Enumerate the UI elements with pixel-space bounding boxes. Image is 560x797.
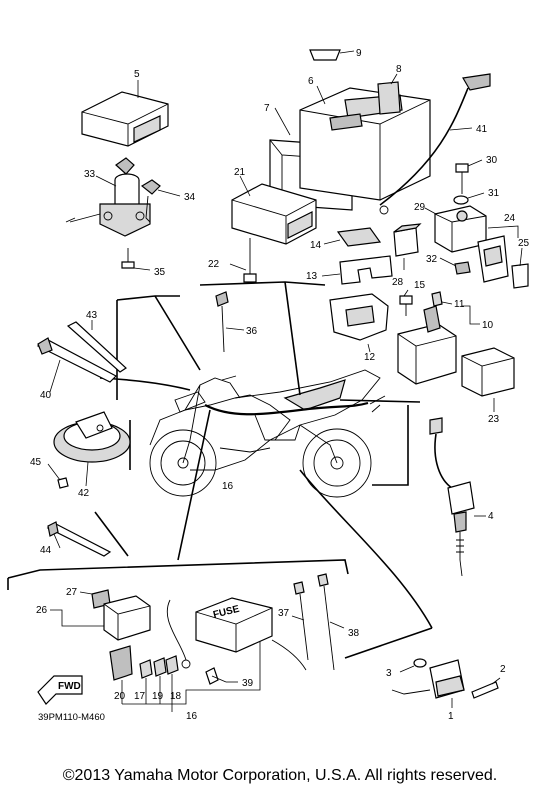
callout-6: 6 xyxy=(308,76,314,87)
callout-32: 32 xyxy=(426,254,438,265)
callout-13: 13 xyxy=(306,271,318,282)
callout-3: 3 xyxy=(386,668,392,679)
part-40-band xyxy=(36,337,117,393)
part-9-plate xyxy=(309,49,355,61)
part-28-relay xyxy=(393,223,422,270)
copyright-notice: ©2013 Yamaha Motor Corporation, U.S.A. A… xyxy=(62,767,498,784)
part-32-grommet xyxy=(439,257,471,275)
callout-19: 19 xyxy=(152,691,164,702)
callout-27: 27 xyxy=(66,587,78,598)
part-31-nut xyxy=(453,192,485,205)
part-18-fuse xyxy=(165,655,179,675)
part-41-battery-cable xyxy=(379,73,491,215)
part-19-fuse xyxy=(153,657,167,677)
callout-39: 39 xyxy=(242,678,254,689)
document-code: 39PM110-M460 xyxy=(38,712,105,723)
callout-16-center: 16 xyxy=(222,481,234,492)
part-44-band xyxy=(46,521,112,557)
fuse-leaders xyxy=(121,640,261,712)
callout-8: 8 xyxy=(396,64,402,75)
part-45-screw xyxy=(47,463,69,489)
part-8-battery-band xyxy=(377,73,401,115)
part-16-fuse-box xyxy=(166,597,307,671)
part-30-bolt xyxy=(455,159,483,194)
part-39-bolt xyxy=(205,667,238,685)
part-17-fuse xyxy=(139,659,153,679)
callout-31: 31 xyxy=(488,188,500,199)
callout-17: 17 xyxy=(134,691,146,702)
callout-25: 25 xyxy=(518,238,530,249)
part-26-fuse-holder xyxy=(50,595,151,641)
part-36-band xyxy=(215,291,245,353)
part-25-relay xyxy=(511,247,529,289)
part-15-bolt xyxy=(399,289,413,316)
part-1-switch xyxy=(391,659,465,708)
motorcycle-illustration xyxy=(149,369,386,498)
part-6-battery-box xyxy=(299,85,431,201)
part-2-bolt xyxy=(471,677,501,699)
callout-1: 1 xyxy=(448,711,454,722)
part-29-regulator xyxy=(424,205,487,253)
part-21-relay-unit xyxy=(231,175,317,245)
callout-38: 38 xyxy=(348,628,360,639)
callout-12: 12 xyxy=(364,352,376,363)
part-37-band xyxy=(291,581,309,661)
part-4-sensor xyxy=(429,417,486,577)
callout-37: 37 xyxy=(278,608,290,619)
callout-24: 24 xyxy=(504,213,516,224)
callout-44: 44 xyxy=(40,545,52,556)
callout-14: 14 xyxy=(310,240,322,251)
callout-21: 21 xyxy=(234,167,246,178)
part-35-bolt xyxy=(121,248,151,271)
callout-16-lower: 16 xyxy=(186,711,198,722)
part-14-pad xyxy=(323,227,382,247)
part-33-main-switch xyxy=(65,157,151,237)
callout-5: 5 xyxy=(134,69,140,80)
part-10-starter-relay xyxy=(397,305,480,385)
callout-23: 23 xyxy=(488,414,500,425)
callout-29: 29 xyxy=(414,202,426,213)
part-20-fuse-block xyxy=(109,645,133,681)
callout-7: 7 xyxy=(264,103,270,114)
fwd-label: FWD xyxy=(58,681,81,692)
callout-22: 22 xyxy=(208,259,220,270)
part-24-relay-assembly xyxy=(477,225,519,283)
callout-33: 33 xyxy=(84,169,96,180)
callout-45: 45 xyxy=(30,457,42,468)
part-34-key xyxy=(140,179,181,223)
callout-9: 9 xyxy=(356,48,362,59)
part-5-ecu xyxy=(81,80,169,147)
callout-15: 15 xyxy=(414,280,426,291)
part-11-fuse xyxy=(431,291,453,307)
callout-43: 43 xyxy=(86,310,98,321)
callout-18: 18 xyxy=(170,691,182,702)
callout-42: 42 xyxy=(78,488,90,499)
callout-36: 36 xyxy=(246,326,258,337)
part-43-band xyxy=(66,320,127,373)
callout-40: 40 xyxy=(40,390,52,401)
callout-11: 11 xyxy=(454,299,465,310)
section-divider-lines xyxy=(7,281,433,659)
electrical-parts-diagram: FWD FUSE 5 6 7 8 9 10 11 12 13 14 15 16 … xyxy=(7,48,530,722)
part-3-washer xyxy=(399,658,427,673)
callout-26: 26 xyxy=(36,605,48,616)
part-42-horn xyxy=(53,411,131,487)
callout-10: 10 xyxy=(482,320,494,331)
callout-4: 4 xyxy=(488,511,494,522)
callout-28: 28 xyxy=(392,277,404,288)
callout-35: 35 xyxy=(154,267,166,278)
callout-30: 30 xyxy=(486,155,498,166)
callout-41: 41 xyxy=(476,124,488,135)
callout-2: 2 xyxy=(500,664,506,675)
part-23-relay xyxy=(461,347,515,412)
callout-20: 20 xyxy=(114,691,126,702)
callout-labels: 5 6 7 8 9 10 11 12 13 14 15 16 16 17 18 … xyxy=(30,48,530,722)
part-38-band xyxy=(317,573,345,671)
part-13-cover xyxy=(321,255,393,285)
part-22-bolt xyxy=(229,238,257,283)
fwd-arrow-icon: FWD xyxy=(37,675,83,705)
callout-34: 34 xyxy=(184,192,196,203)
part-12-bracket xyxy=(329,293,389,353)
